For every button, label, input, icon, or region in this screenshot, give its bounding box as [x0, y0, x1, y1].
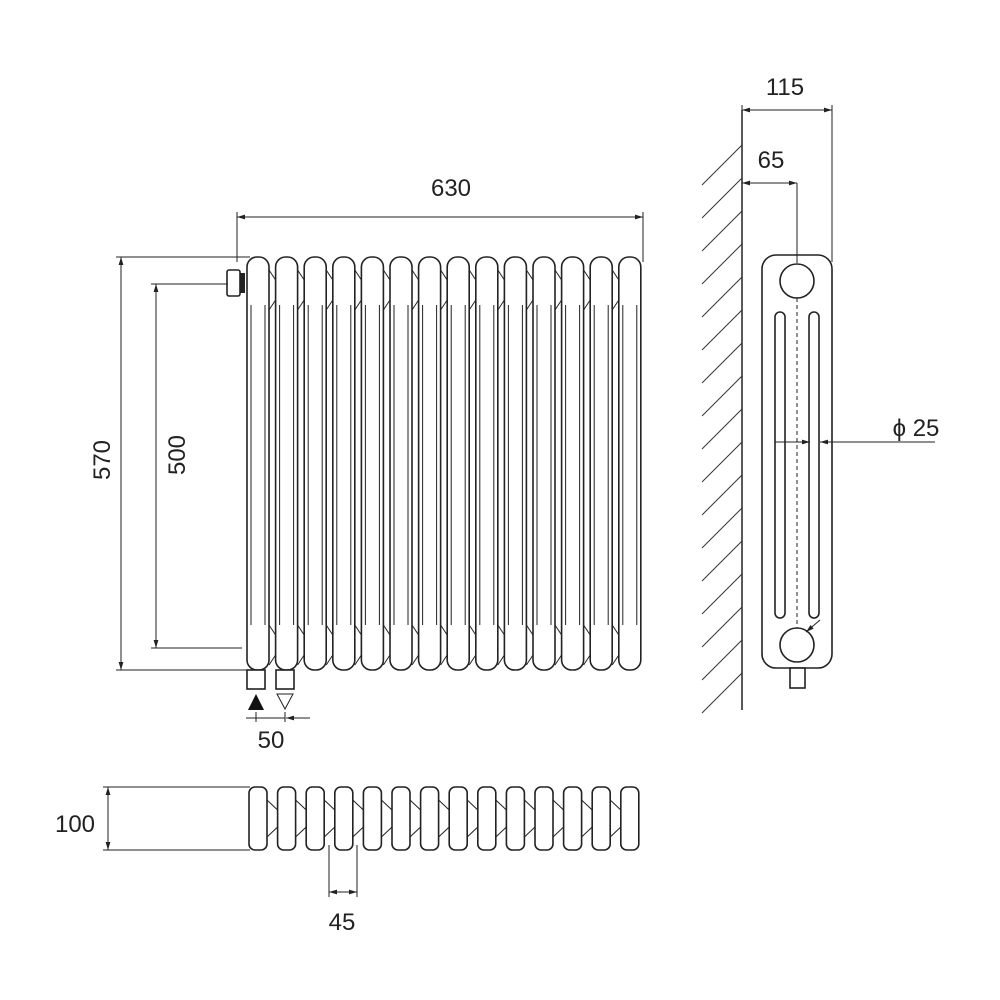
- dim-label-wall-centre: 65: [758, 147, 785, 174]
- radiator-section-top: [619, 786, 640, 851]
- front-view: [246, 256, 642, 671]
- wall-hatch: [701, 441, 743, 483]
- wall-hatch: [701, 309, 743, 351]
- dimension-630: 630: [236, 175, 644, 262]
- radiator-section: [532, 256, 563, 671]
- radiator-section-top: [591, 786, 622, 851]
- dim-label-height: 570: [89, 440, 116, 480]
- radiator-section-top: [448, 786, 479, 851]
- radiator-section-top: [505, 786, 536, 851]
- wall-hatch: [701, 540, 743, 582]
- radiator-section-top: [248, 786, 279, 851]
- side-view: [761, 254, 833, 689]
- radiator-section-top: [305, 786, 336, 851]
- dim-label-pitch: 45: [329, 909, 356, 936]
- dim-label-diameter: ϕ 25: [893, 415, 940, 442]
- radiator-section: [589, 256, 620, 671]
- wall-hatch: [701, 210, 743, 252]
- dimension-65: 65: [742, 147, 798, 263]
- radiator-section: [446, 256, 477, 671]
- radiator-section: [417, 256, 448, 671]
- dim-label-total-depth: 115: [766, 74, 804, 101]
- wall-hatch: [701, 672, 743, 714]
- wall-hatch: [701, 474, 743, 516]
- dimension-50: 50: [246, 712, 310, 754]
- flow-arrow-icon: [248, 694, 264, 710]
- dim-label-centres: 500: [164, 435, 191, 475]
- radiator-section: [617, 256, 642, 671]
- radiator-section-top: [362, 786, 393, 851]
- radiator-section: [246, 256, 277, 671]
- dimension-45: 45: [328, 845, 358, 936]
- radiator-section: [560, 256, 591, 671]
- dim-label-depth: 100: [55, 811, 95, 838]
- dim-label-spacing: 50: [258, 727, 285, 754]
- return-arrow-icon: [276, 693, 294, 711]
- radiator-section: [360, 256, 391, 671]
- return-connection: [275, 669, 295, 690]
- radiator-section: [503, 256, 534, 671]
- radiator-section-top: [562, 786, 593, 851]
- radiator-section: [274, 256, 305, 671]
- wall-hatch: [701, 573, 743, 615]
- radiator-section-top: [276, 786, 307, 851]
- radiator-section-top: [476, 786, 507, 851]
- wall-hatch: [701, 276, 743, 318]
- wall-hatch: [701, 177, 743, 219]
- wall-hatch: [701, 243, 743, 285]
- wall: [701, 110, 743, 714]
- radiator-section-top: [333, 786, 364, 851]
- dim-label-width: 630: [431, 175, 471, 202]
- radiator-section: [474, 256, 505, 671]
- wall-hatch: [701, 342, 743, 384]
- radiator-section: [331, 256, 362, 671]
- radiator-section-top: [419, 786, 450, 851]
- dimension-500: 500: [151, 283, 242, 649]
- radiator-section-top: [391, 786, 422, 851]
- wall-hatch: [701, 507, 743, 549]
- radiator-section: [389, 256, 420, 671]
- radiator-section-top: [534, 786, 565, 851]
- top-view: [248, 786, 640, 851]
- bleed-valve: [226, 269, 245, 297]
- flow-connection: [246, 669, 266, 690]
- dimension-115: 115: [741, 74, 833, 262]
- dimension-570: 570: [89, 256, 250, 671]
- wall-hatch: [701, 408, 743, 450]
- dimension-100: 100: [55, 786, 250, 851]
- wall-hatch: [701, 606, 743, 648]
- wall-hatch: [701, 144, 743, 186]
- dimension-phi25: ϕ 25: [775, 415, 940, 633]
- wall-hatch: [701, 639, 743, 681]
- radiator-section: [303, 256, 334, 671]
- wall-hatch: [701, 375, 743, 417]
